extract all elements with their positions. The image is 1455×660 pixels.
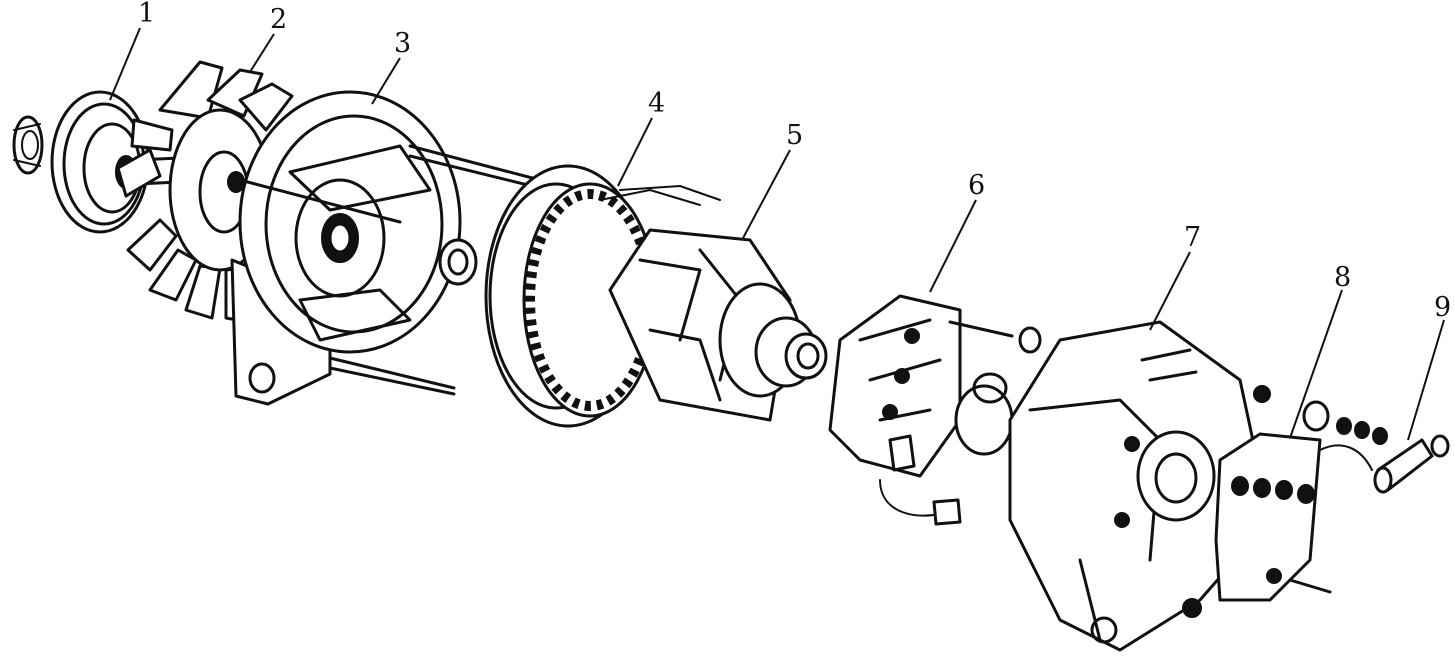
- leader-line-2: [249, 33, 275, 73]
- leader-line-8: [1289, 289, 1343, 439]
- fan-part: [116, 60, 294, 324]
- leader-line-3: [371, 57, 401, 105]
- leader-lines: [109, 27, 1445, 441]
- callout-2: 2: [270, 4, 287, 35]
- stator-part: [484, 164, 721, 428]
- drive-end-housing-part: [230, 90, 542, 406]
- callout-9: 9: [1434, 292, 1451, 323]
- callout-4: 4: [648, 88, 665, 119]
- callout-8: 8: [1334, 262, 1351, 293]
- rotor-part: [608, 228, 828, 422]
- leader-line-1: [109, 27, 141, 101]
- leader-line-4: [617, 117, 653, 187]
- slip-ring-end-housing-part: [1008, 320, 1272, 652]
- rectifier-plate-part: [828, 294, 1042, 526]
- leader-line-9: [1407, 319, 1445, 441]
- callout-5: 5: [786, 120, 803, 151]
- callout-6: 6: [968, 170, 985, 201]
- callout-1: 1: [138, 0, 155, 29]
- leader-line-5: [741, 149, 791, 241]
- callout-labels: 1 2 3 4 5 6 7 8 9: [138, 0, 1451, 323]
- leader-line-6: [929, 199, 977, 293]
- capacitor-part: [1319, 434, 1450, 494]
- callout-3: 3: [394, 28, 411, 59]
- regulator-part: [1214, 400, 1388, 602]
- leader-line-7: [1149, 251, 1191, 331]
- callout-7: 7: [1184, 222, 1201, 253]
